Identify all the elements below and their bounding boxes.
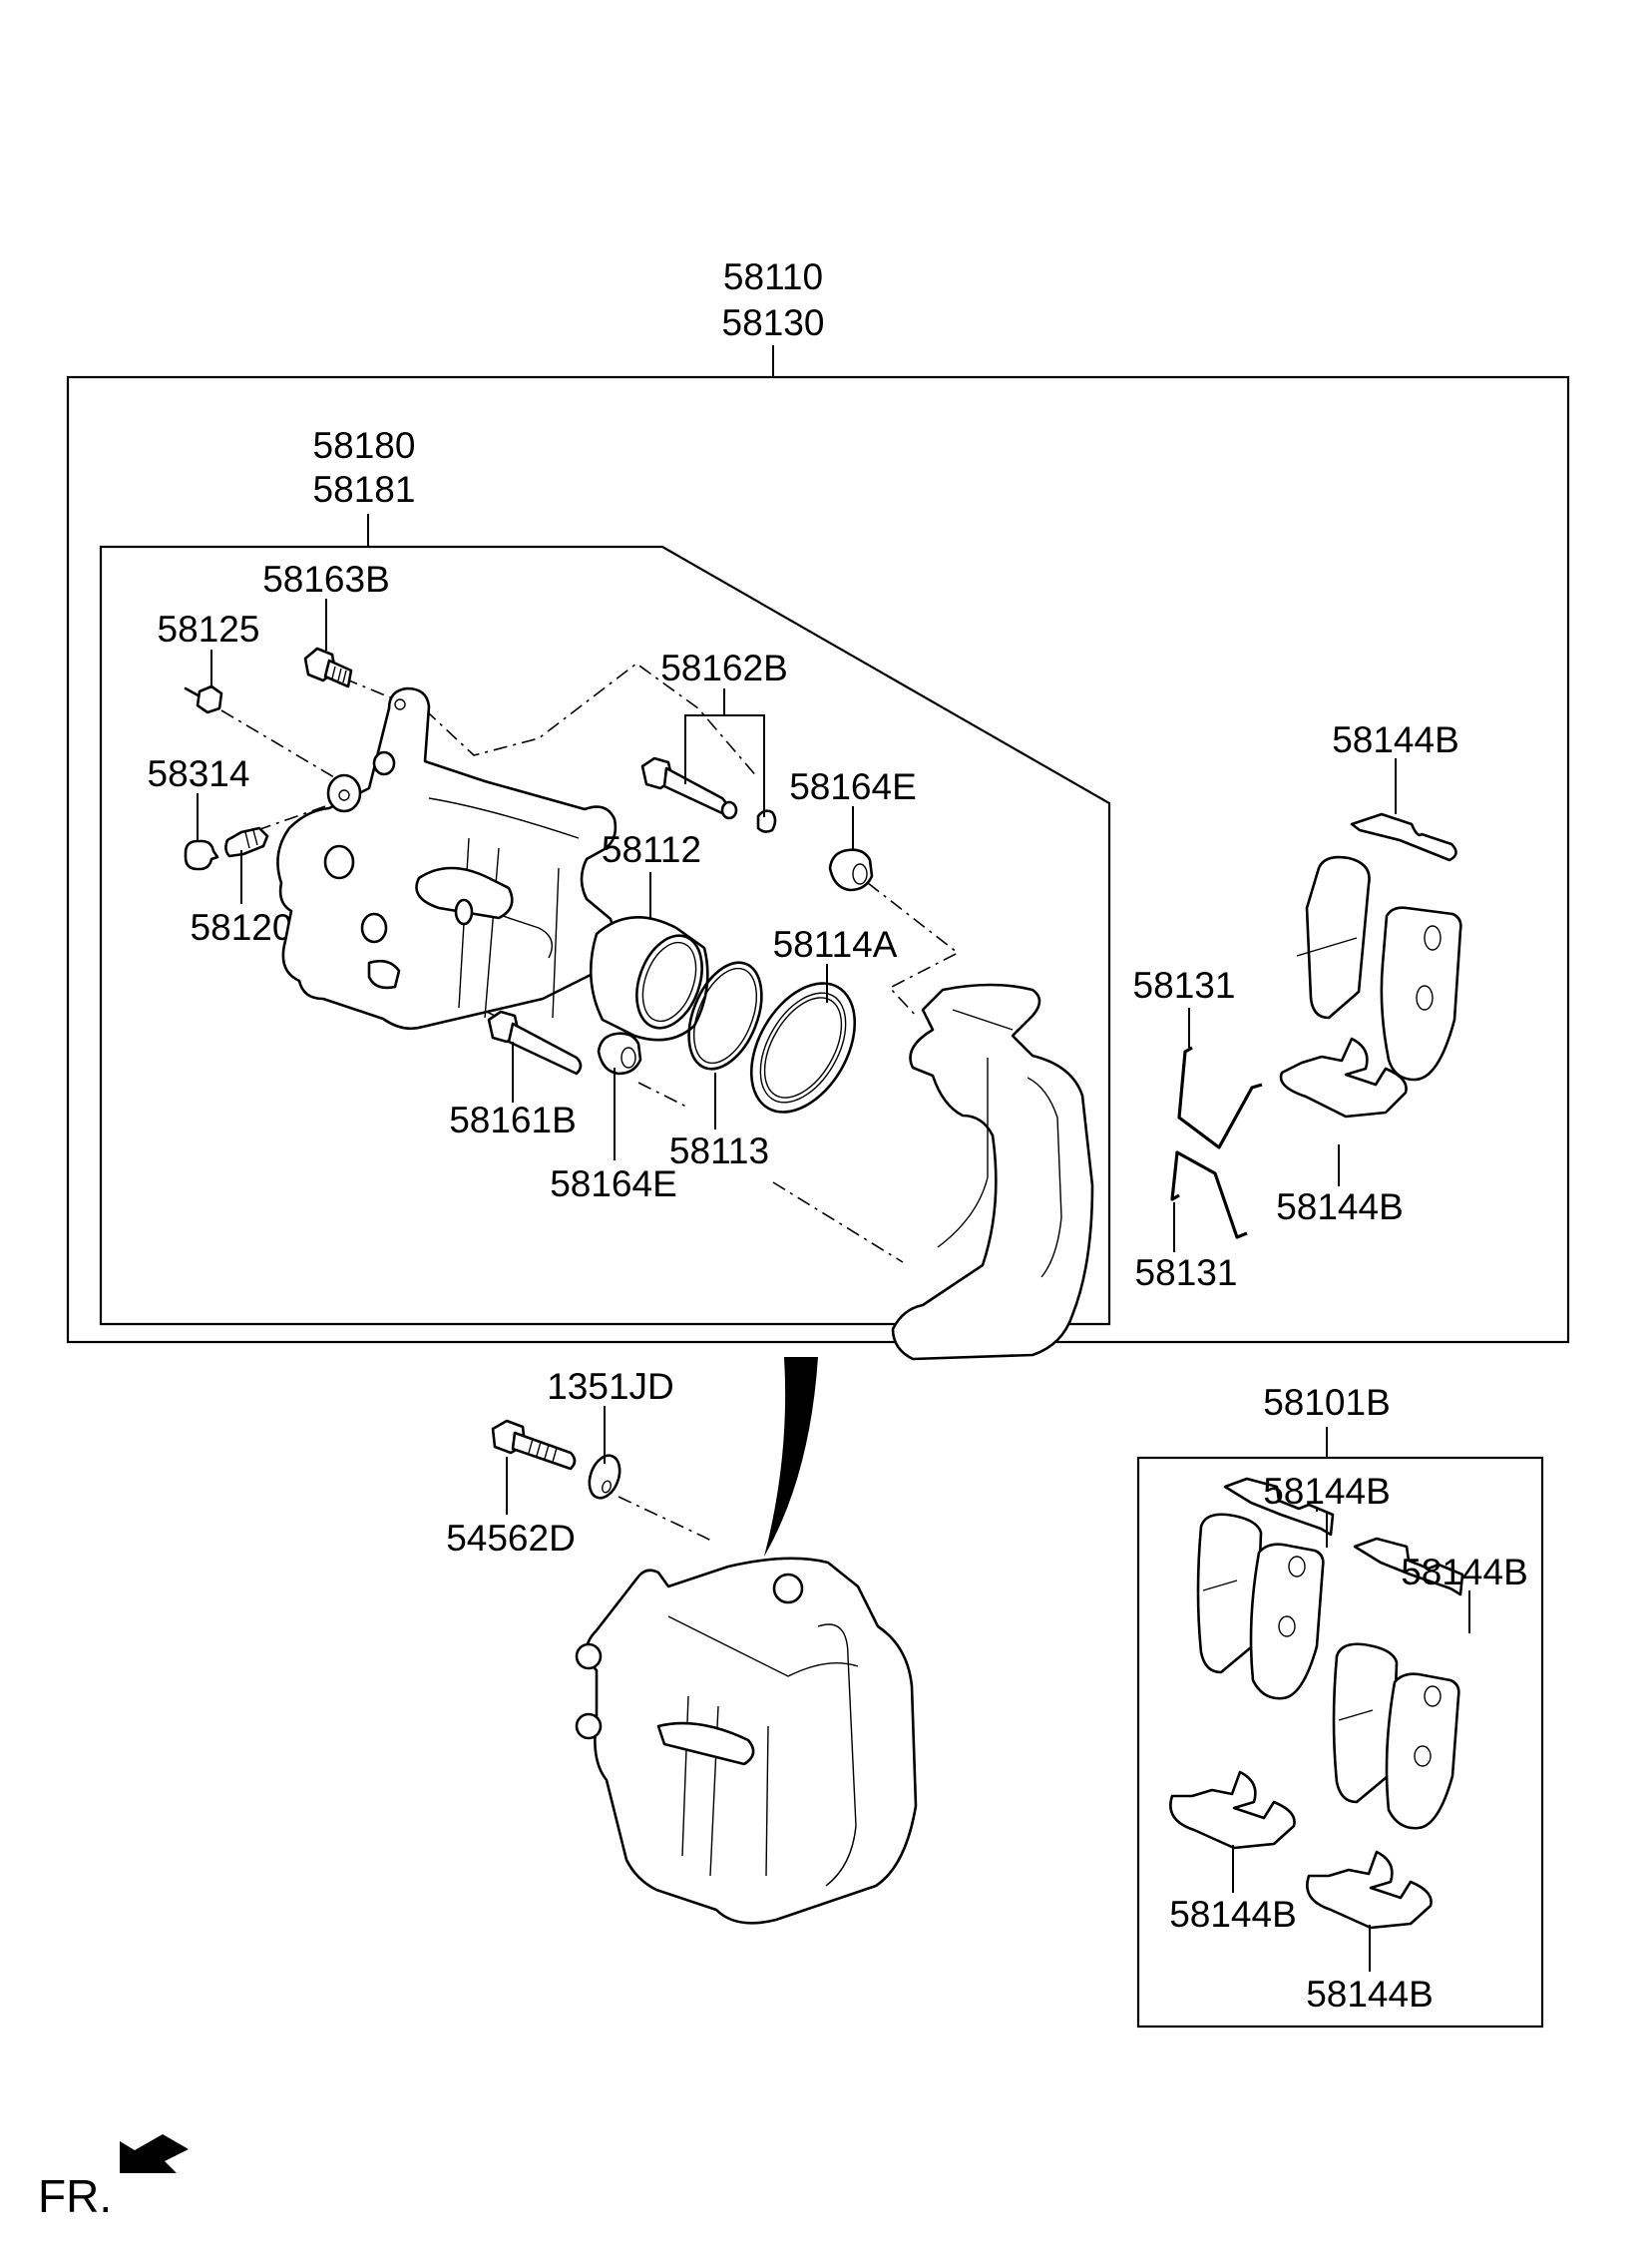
part-label-58144B-kit2[interactable]: 58144B	[1401, 1552, 1528, 1592]
part-58131-spring-upper[interactable]: 58131	[1133, 965, 1263, 1149]
part-58114A-piston-boot[interactable]: 58114A	[730, 924, 898, 1130]
centerline-lower-pin	[408, 972, 510, 1024]
part-label-58180[interactable]: 58180	[313, 425, 416, 466]
part-label-58164E-top[interactable]: 58164E	[789, 766, 917, 807]
centerline-bushing-upper	[867, 882, 960, 1019]
front-orientation-indicator: FR.	[38, 2134, 189, 2222]
centerline-bracket-lower	[772, 1181, 904, 1263]
part-58163B-bolt[interactable]: 58163B	[262, 559, 390, 688]
part-58164E-bushing-upper[interactable]: 58164E	[789, 766, 917, 892]
outer-assembly-group: 58110 58130	[66, 256, 1570, 1344]
front-direction-arrow-icon	[120, 2134, 189, 2173]
part-58164E-bushing-lower[interactable]: 58164E	[550, 1032, 677, 1204]
part-58112-piston[interactable]: 58112	[589, 829, 713, 1042]
caliper-body-assembly-box	[99, 545, 1111, 1326]
part-label-58144B-kit4[interactable]: 58144B	[1306, 1974, 1434, 2015]
brake-pad-inner[interactable]	[1296, 855, 1371, 1020]
kit-clip-3[interactable]: 58144B	[1169, 1770, 1297, 1935]
part-label-58112[interactable]: 58112	[602, 829, 701, 870]
centerline-bleeder	[256, 802, 335, 831]
kit-pads-right[interactable]	[1332, 1642, 1460, 1830]
part-label-58161B[interactable]: 58161B	[449, 1100, 577, 1140]
part-label-58144B-kit3[interactable]: 58144B	[1169, 1894, 1297, 1935]
part-1351JD-washer[interactable]: 1351JD	[547, 1366, 674, 1502]
pad-kit-group: 58101B	[1136, 1382, 1544, 2029]
part-label-58113[interactable]: 58113	[669, 1130, 769, 1171]
part-label-58101B[interactable]: 58101B	[1263, 1382, 1391, 1423]
outer-assembly-box	[66, 375, 1570, 1344]
part-58144B-clip-upper[interactable]: 58144B	[1332, 719, 1459, 862]
brake-pad-outer[interactable]	[1380, 906, 1462, 1082]
part-58125-bleeder-screw[interactable]: 58125	[158, 609, 260, 714]
caliper-housing[interactable]	[276, 686, 618, 1031]
kit-clip-4[interactable]: 58144B	[1306, 1850, 1434, 2015]
kit-pads-left[interactable]	[1196, 1513, 1325, 1700]
part-label-58144B-mid[interactable]: 58144B	[1276, 1186, 1404, 1227]
part-label-58164E-bottom[interactable]: 58164E	[550, 1163, 677, 1204]
pad-kit-box	[1136, 1456, 1544, 2029]
part-58131-spring-lower[interactable]: 58131	[1135, 1150, 1248, 1293]
part-58120-bleeder-valve[interactable]: 58120	[191, 826, 293, 948]
part-58161B-guide-pin[interactable]: 58161B	[449, 1010, 583, 1140]
kit-clip-2[interactable]: 58144B	[1353, 1537, 1528, 1633]
part-58314-dust-cap[interactable]: 58314	[148, 753, 250, 871]
part-label-54562D[interactable]: 54562D	[446, 1518, 576, 1559]
centerline-washer	[618, 1496, 714, 1543]
front-label: FR.	[38, 2170, 112, 2222]
part-label-1351JD[interactable]: 1351JD	[547, 1366, 674, 1407]
caliper-bracket[interactable]	[891, 983, 1094, 1361]
part-58162B-guide-pin[interactable]: 58162B	[640, 648, 788, 833]
kit-clip-1[interactable]: 58144B	[1223, 1471, 1391, 1548]
part-label-58125[interactable]: 58125	[158, 609, 260, 650]
part-label-58130[interactable]: 58130	[722, 302, 825, 343]
part-label-58131-top[interactable]: 58131	[1133, 965, 1236, 1006]
caliper-body-assembly-group: 58180 58181	[99, 425, 1111, 1326]
assembled-caliper[interactable]	[575, 1557, 918, 1925]
part-label-58163B[interactable]: 58163B	[262, 559, 390, 600]
part-54562D-bolt[interactable]: 54562D	[446, 1419, 577, 1559]
part-label-58144B-kit1[interactable]: 58144B	[1263, 1471, 1391, 1512]
centerline-bushing-lower	[637, 1082, 689, 1109]
assembly-pointer-swoosh	[764, 1357, 818, 1557]
part-label-58110[interactable]: 58110	[723, 256, 823, 297]
part-58113-piston-seal[interactable]: 58113	[669, 952, 776, 1171]
part-58144B-clip-mid[interactable]: 58144B	[1276, 1037, 1408, 1227]
part-label-58114A[interactable]: 58114A	[773, 924, 898, 965]
part-label-58314[interactable]: 58314	[148, 753, 250, 794]
part-label-58144B-top[interactable]: 58144B	[1332, 719, 1459, 760]
part-label-58181[interactable]: 58181	[313, 469, 416, 510]
part-label-58120[interactable]: 58120	[191, 907, 293, 948]
part-label-58131-bottom[interactable]: 58131	[1135, 1252, 1238, 1293]
part-label-58162B[interactable]: 58162B	[660, 648, 788, 688]
centerline-bleeder-cap	[220, 709, 345, 784]
